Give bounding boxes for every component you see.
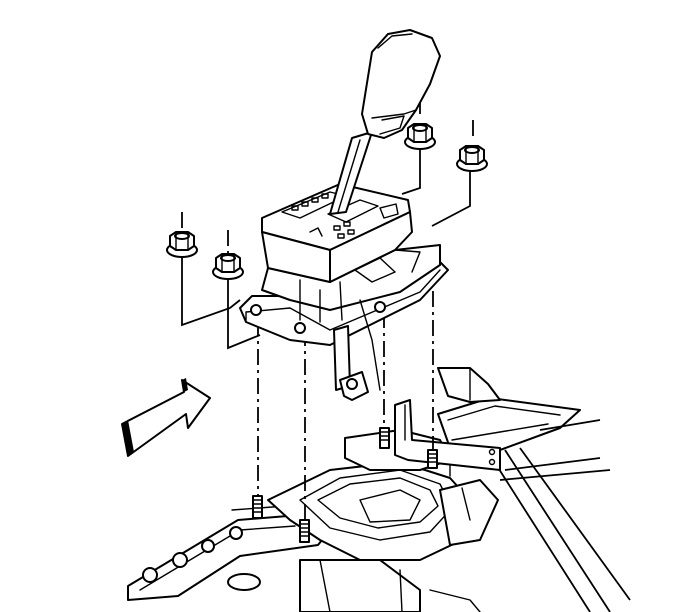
floor-console-support: [127, 367, 631, 612]
mounting-stud: [427, 449, 438, 469]
mounting-nut: [166, 231, 198, 258]
mounting-stud: [299, 519, 310, 543]
mounting-stud: [252, 495, 263, 519]
shifter-housing: [239, 183, 449, 401]
mounting-stud: [379, 427, 390, 449]
leader-lines: [181, 148, 471, 350]
mounting-nut: [212, 253, 244, 280]
mounting-nut: [456, 145, 488, 172]
direction-arrow: [121, 378, 211, 457]
mounting-nut: [404, 123, 436, 150]
shift-lever: [329, 131, 373, 215]
alignment-lines: [181, 98, 474, 520]
shift-lever-knob: [361, 29, 441, 139]
